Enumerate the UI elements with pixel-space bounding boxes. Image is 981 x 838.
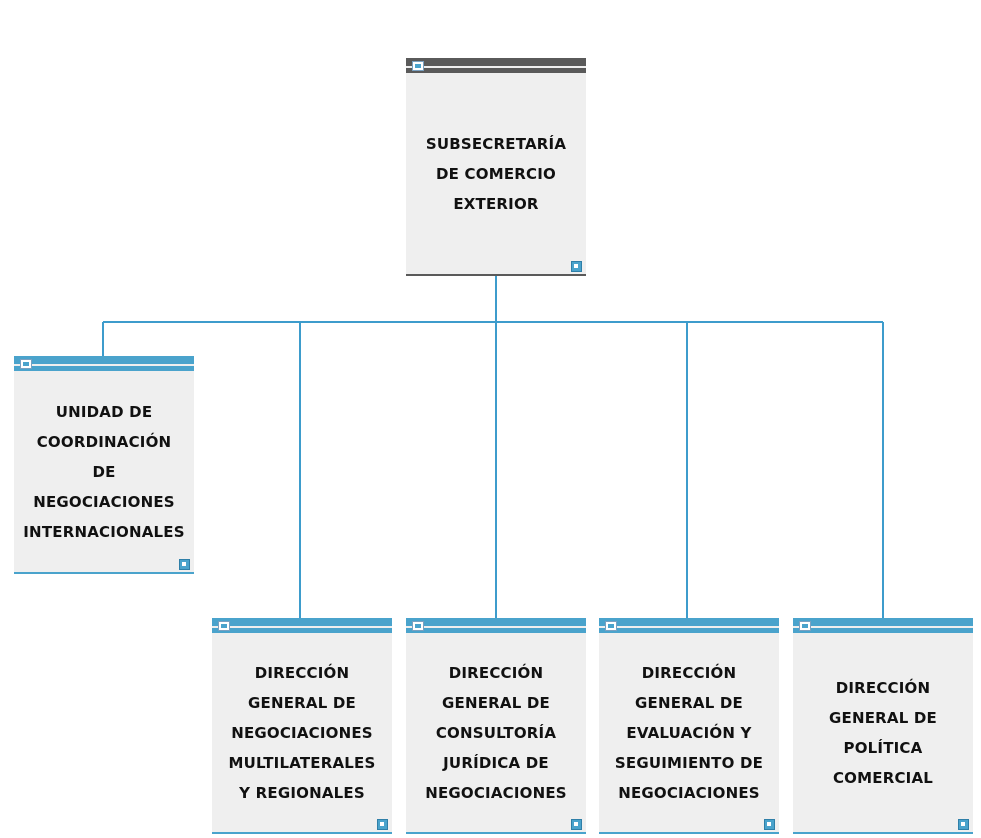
expand-icon [20, 359, 32, 369]
resize-icon [377, 819, 388, 830]
expand-icon [799, 621, 811, 631]
box-bottom-line [406, 832, 586, 834]
expand-icon [218, 621, 230, 631]
org-box-label: DIRECCIÓN GENERAL DE CONSULTORÍA JURÍDIC… [425, 663, 567, 802]
org-box-direccion-politica-comercial: DIRECCIÓN GENERAL DE POLÍTICA COMERCIAL [793, 618, 973, 834]
resize-icon [179, 559, 190, 570]
box-bottom-line [793, 832, 973, 834]
box-header-bar [406, 618, 586, 633]
org-box-label: UNIDAD DE COORDINACIÓN DE NEGOCIACIONES … [23, 402, 185, 541]
org-box-label: SUBSECRETARÍA DE COMERCIO EXTERIOR [425, 134, 567, 213]
org-box-direccion-consultoria-juridica: DIRECCIÓN GENERAL DE CONSULTORÍA JURÍDIC… [406, 618, 586, 834]
org-box-unidad-coordinacion: UNIDAD DE COORDINACIÓN DE NEGOCIACIONES … [14, 356, 194, 574]
box-bottom-line [406, 274, 586, 276]
box-bottom-line [14, 572, 194, 574]
expand-icon [412, 61, 424, 71]
box-header-bar [599, 618, 779, 633]
org-box-subsecretaria: SUBSECRETARÍA DE COMERCIO EXTERIOR [406, 58, 586, 276]
org-box-label: DIRECCIÓN GENERAL DE POLÍTICA COMERCIAL [829, 678, 937, 787]
expand-icon [605, 621, 617, 631]
expand-icon [412, 621, 424, 631]
org-box-direccion-evaluacion-seguimiento: DIRECCIÓN GENERAL DE EVALUACIÓN Y SEGUIM… [599, 618, 779, 834]
box-bottom-line [599, 832, 779, 834]
box-header-bar [793, 618, 973, 633]
org-box-label: DIRECCIÓN GENERAL DE NEGOCIACIONES MULTI… [228, 663, 376, 802]
box-header-bar [406, 58, 586, 73]
resize-icon [764, 819, 775, 830]
org-box-label: DIRECCIÓN GENERAL DE EVALUACIÓN Y SEGUIM… [614, 663, 764, 802]
box-header-bar [14, 356, 194, 371]
resize-icon [571, 261, 582, 272]
org-box-direccion-negociaciones-multilaterales: DIRECCIÓN GENERAL DE NEGOCIACIONES MULTI… [212, 618, 392, 834]
resize-icon [571, 819, 582, 830]
box-header-bar [212, 618, 392, 633]
box-bottom-line [212, 832, 392, 834]
resize-icon [958, 819, 969, 830]
